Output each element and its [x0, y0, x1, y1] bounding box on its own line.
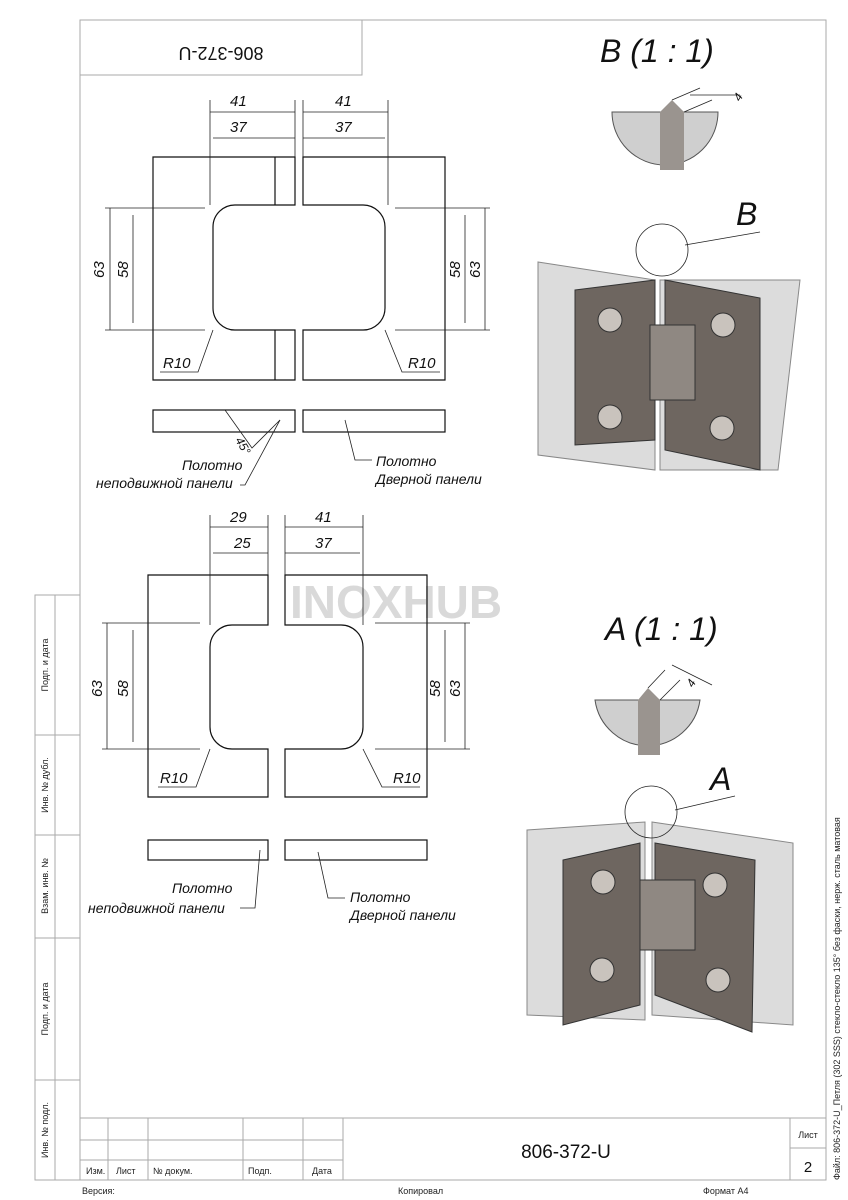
- dim-63-right-b: 63: [447, 680, 464, 697]
- fixed-panel-edge: [152, 409, 296, 433]
- dim-37-left: 37: [230, 119, 247, 136]
- fixed-panel-cutout: [152, 156, 296, 381]
- fixed-panel-cutout-2: [147, 574, 269, 798]
- detail-a-title: A (1 : 1): [603, 611, 718, 647]
- sheet-label: Лист: [798, 1130, 818, 1140]
- dim-58-right: 58: [447, 261, 464, 278]
- col-izm: Изм.: [86, 1166, 105, 1176]
- footer-copied: Копировал: [398, 1186, 443, 1196]
- stamp-sign-date-1: Подп. и дата: [40, 638, 50, 691]
- label-fixed-panel-1: Полотно: [182, 457, 243, 473]
- col-doc-no: № докум.: [153, 1166, 193, 1176]
- sheet-number: 2: [804, 1159, 812, 1176]
- label-door-panel-b2: Дверной панели: [348, 907, 456, 923]
- title-block: Изм. Лист № докум. Подп. Дата 806-372-U …: [80, 1117, 826, 1196]
- door-panel-cutout: [302, 156, 446, 381]
- dim-63-left-b: 63: [89, 680, 106, 697]
- dim-58-left-b: 58: [115, 680, 132, 697]
- side-file-note: Файл: 806-372-U_Петля (302 SSS) стекло-с…: [832, 817, 842, 1180]
- detail-b-gap: 4: [730, 90, 746, 103]
- dim-r10-left-b: R10: [160, 770, 188, 787]
- designation: 806-372-U: [521, 1142, 611, 1163]
- detail-b-title: B (1 : 1): [600, 33, 714, 69]
- dim-37-right: 37: [335, 119, 352, 136]
- stamp-sign-date-2: Подп. и дата: [40, 982, 50, 1035]
- dim-r10-right: R10: [408, 355, 436, 372]
- dim-r10-right-b: R10: [393, 770, 421, 787]
- label-door-panel-1: Полотно: [376, 453, 437, 469]
- stamp-vzam-inv: Взам. инв. №: [40, 858, 50, 914]
- detail-a: A (1 : 1) 4 A: [526, 611, 794, 1033]
- dim-41-b: 41: [315, 509, 332, 526]
- dim-41-right: 41: [335, 93, 352, 110]
- label-fixed-panel-2: неподвижной панели: [96, 475, 233, 491]
- dim-63-right: 63: [467, 261, 484, 278]
- dim-25: 25: [233, 535, 251, 552]
- dim-58-right-b: 58: [427, 680, 444, 697]
- label-door-panel-b1: Полотно: [350, 889, 411, 905]
- stamp-column: Подп. и дата Инв. № дубл. Взам. инв. № П…: [34, 594, 81, 1181]
- col-sign: Подп.: [248, 1166, 272, 1176]
- header-code: 806-372-U: [178, 43, 263, 63]
- stamp-inv-dubl: Инв. № дубл.: [40, 757, 50, 813]
- fixed-panel-edge-2: [147, 839, 269, 861]
- dim-37-b: 37: [315, 535, 332, 552]
- header-box: 806-372-U: [79, 19, 363, 76]
- door-panel-cutout-2: [284, 574, 428, 798]
- stamp-inv-podl: Инв. № подл.: [40, 1102, 50, 1158]
- label-fixed-panel-b2: неподвижной панели: [88, 900, 225, 916]
- dim-63-left: 63: [91, 261, 108, 278]
- dim-r10-left: R10: [163, 355, 191, 372]
- door-panel-edge-2: [284, 839, 428, 861]
- col-date: Дата: [312, 1166, 332, 1176]
- dim-58-left: 58: [115, 261, 132, 278]
- detail-b-marker: B: [736, 196, 757, 232]
- col-list: Лист: [116, 1166, 136, 1176]
- detail-a-marker: A: [708, 761, 731, 797]
- detail-b: B (1 : 1) 4 B: [537, 33, 801, 471]
- bottom-view: 29 25 41 37 63 58 58 63 R10 R10 Полотно …: [88, 509, 470, 923]
- watermark: INOXHUB: [290, 576, 502, 628]
- door-panel-edge: [302, 409, 446, 433]
- label-door-panel-2: Дверной панели: [374, 471, 482, 487]
- footer-version: Версия:: [82, 1186, 115, 1196]
- dim-29: 29: [229, 509, 247, 526]
- top-view: 41 37 41 37 63 58 58 63 R10 R10 45° Поло…: [91, 93, 490, 491]
- footer-format: Формат A4: [703, 1186, 748, 1196]
- label-fixed-panel-b1: Полотно: [172, 880, 233, 896]
- dim-45-angle: 45°: [232, 435, 253, 458]
- detail-a-gap: 4: [683, 676, 699, 689]
- dim-41-left: 41: [230, 93, 247, 110]
